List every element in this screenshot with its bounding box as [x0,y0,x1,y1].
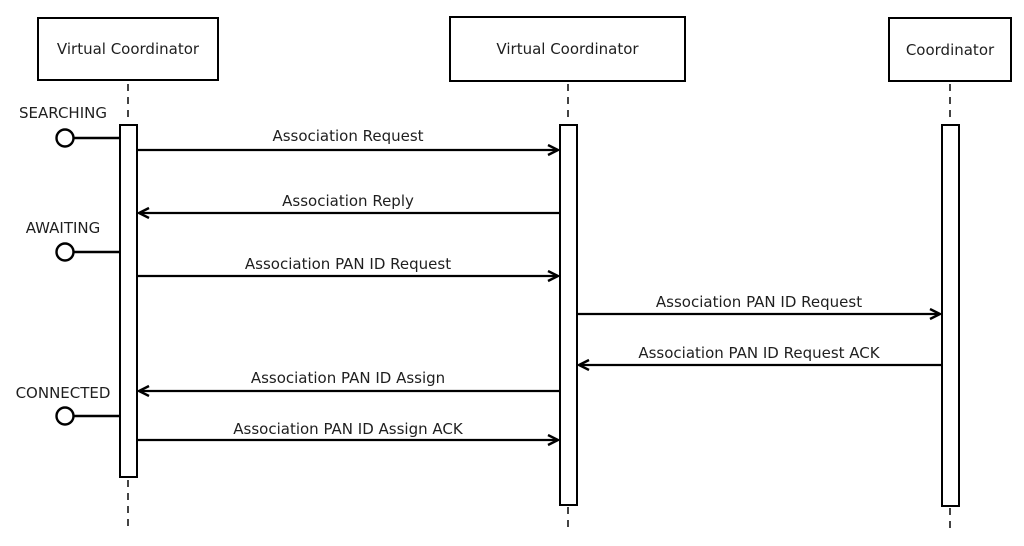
lifelines [127,84,951,534]
state-label-awaiting: AWAITING [25,219,101,237]
state-circle-searching [55,128,75,148]
message-label-pan-id-assign: Association PAN ID Assign [250,369,446,387]
message-label-pan-id-request-ack: Association PAN ID Request ACK [638,344,880,362]
participant-box-virtual-coordinator-middle: Virtual Coordinator [449,16,686,82]
message-arrows [137,150,942,440]
state-label-searching: SEARCHING [19,104,107,122]
state-label-connected: CONNECTED [15,384,111,402]
message-label-association-request: Association Request [272,127,424,145]
message-label-association-reply: Association Reply [282,192,414,210]
state-connectors [55,128,120,426]
message-label-pan-id-assign-ack: Association PAN ID Assign ACK [233,420,463,438]
message-label-pan-id-request-1: Association PAN ID Request [244,255,452,273]
participant-box-coordinator: Coordinator [888,17,1012,82]
participant-label: Coordinator [905,40,995,59]
participant-label: Virtual Coordinator [56,40,200,58]
activation-bar-middle [559,124,578,506]
activation-bar-left [119,124,138,478]
state-circle-connected [55,406,75,426]
state-circle-awaiting [55,242,75,262]
participant-label: Virtual Coordinator [496,40,639,58]
message-label-pan-id-request-2: Association PAN ID Request [655,293,863,311]
activation-bar-right [941,124,960,507]
activation-bars [119,124,960,507]
participant-box-virtual-coordinator-left: Virtual Coordinator [37,17,219,81]
